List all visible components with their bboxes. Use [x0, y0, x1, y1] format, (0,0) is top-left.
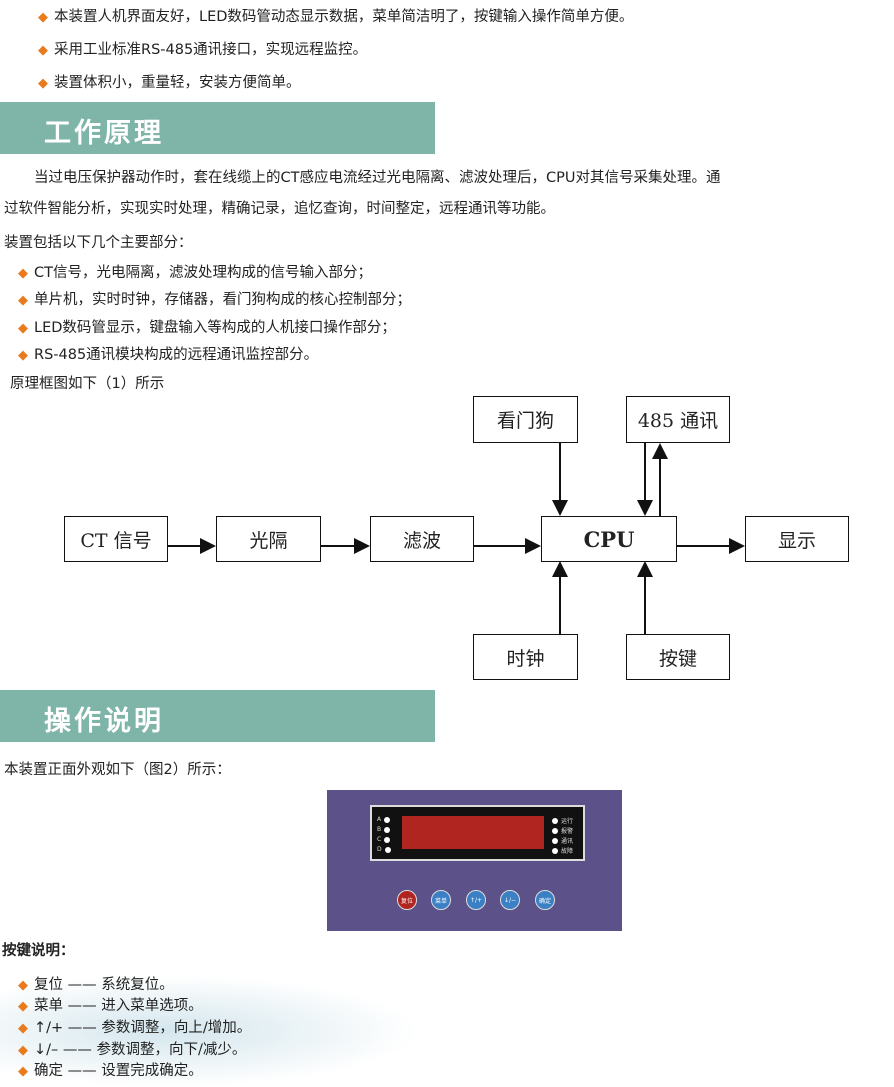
section-title: 操作说明: [44, 706, 164, 737]
down-button[interactable]: ↓/−: [500, 890, 520, 910]
key-text: ↓/– —— 参数调整，向下/减少。: [34, 1042, 247, 1058]
panel-caption: 本装置正面外观如下（图2）所示：: [4, 762, 231, 778]
key-text: 确定 —— 设置完成确定。: [34, 1063, 203, 1079]
key-item: ◆复位 —— 系统复位。: [18, 977, 174, 993]
box-cpu: CPU: [541, 516, 677, 562]
key-text: 菜单 —— 进入菜单选项。: [34, 998, 203, 1014]
led-indicator-run: 运行: [552, 816, 573, 825]
led-indicator-a: A: [377, 816, 391, 823]
display-frame: A B C D 运行 报警 通讯 故障: [370, 805, 585, 861]
paragraph-line: 过软件智能分析，实现实时处理，精确记录，追忆查询，时间整定，远程通讯等功能。: [4, 201, 555, 217]
part-item: ◆单片机，实时时钟，存储器，看门狗构成的核心控制部分；: [18, 292, 411, 308]
confirm-button[interactable]: 确定: [535, 890, 555, 910]
key-item: ◆↑/+ —— 参数调整，向上/增加。: [18, 1020, 252, 1036]
feature-text: 本装置人机界面友好，LED数码管动态显示数据，菜单简洁明了，按键输入操作简单方便…: [54, 9, 634, 25]
key-item: ◆菜单 —— 进入菜单选项。: [18, 998, 203, 1014]
keys-title: 按键说明：: [2, 943, 75, 959]
led-indicator-d: D: [377, 846, 391, 853]
led-display: [402, 816, 544, 849]
part-item: ◆CT信号，光电隔离，滤波处理构成的信号输入部分；: [18, 265, 372, 281]
diagram-caption: 原理框图如下（1）所示: [10, 376, 165, 392]
paragraph-line: 当过电压保护器动作时，套在线缆上的CT感应电流经过光电隔离、滤波处理后，CPU对…: [34, 170, 721, 186]
part-text: 单片机，实时时钟，存储器，看门狗构成的核心控制部分；: [34, 292, 411, 308]
led-indicator-comm: 通讯: [552, 836, 573, 845]
key-item: ◆↓/– —— 参数调整，向下/减少。: [18, 1042, 247, 1058]
feature-item: ◆本装置人机界面友好，LED数码管动态显示数据，菜单简洁明了，按键输入操作简单方…: [38, 9, 634, 25]
device-front-panel: A B C D 运行 报警 通讯 故障 复位 菜单 ↑/+ ↓/− 确定: [327, 790, 622, 931]
feature-text: 采用工业标准RS-485通讯接口，实现远程监控。: [54, 42, 368, 58]
part-text: CT信号，光电隔离，滤波处理构成的信号输入部分；: [34, 265, 372, 281]
section-header: 工作原理: [0, 102, 435, 154]
part-text: LED数码管显示，键盘输入等构成的人机接口操作部分；: [34, 320, 396, 336]
box-comm: 485 通讯: [626, 396, 730, 443]
box-opto: 光隔: [216, 516, 321, 562]
menu-button[interactable]: 菜单: [431, 890, 451, 910]
section-header: 操作说明: [0, 690, 435, 742]
led-indicator-alarm: 报警: [552, 826, 573, 835]
key-text: 复位 —— 系统复位。: [34, 977, 174, 993]
led-indicator-c: C: [377, 836, 391, 843]
feature-text: 装置体积小，重量轻，安装方便简单。: [54, 75, 301, 91]
part-text: RS-485通讯模块构成的远程通讯监控部分。: [34, 347, 319, 363]
box-display: 显示: [745, 516, 849, 562]
box-keys: 按键: [626, 634, 730, 680]
up-button[interactable]: ↑/+: [466, 890, 486, 910]
intro-text: 装置包括以下几个主要部分：: [4, 235, 193, 251]
feature-item: ◆装置体积小，重量轻，安装方便简单。: [38, 75, 301, 91]
led-indicator-b: B: [377, 826, 391, 833]
box-watchdog: 看门狗: [473, 396, 578, 443]
box-ct: CT 信号: [64, 516, 168, 562]
part-item: ◆RS-485通讯模块构成的远程通讯监控部分。: [18, 347, 319, 363]
led-indicator-fault: 故障: [552, 846, 573, 855]
feature-item: ◆采用工业标准RS-485通讯接口，实现远程监控。: [38, 42, 368, 58]
background-fade: [0, 975, 420, 1087]
key-item: ◆确定 —— 设置完成确定。: [18, 1063, 203, 1079]
part-item: ◆LED数码管显示，键盘输入等构成的人机接口操作部分；: [18, 320, 396, 336]
reset-button[interactable]: 复位: [397, 890, 417, 910]
box-clock: 时钟: [473, 634, 578, 680]
section-title: 工作原理: [44, 118, 164, 149]
key-text: ↑/+ —— 参数调整，向上/增加。: [34, 1020, 252, 1036]
box-filter: 滤波: [370, 516, 474, 562]
